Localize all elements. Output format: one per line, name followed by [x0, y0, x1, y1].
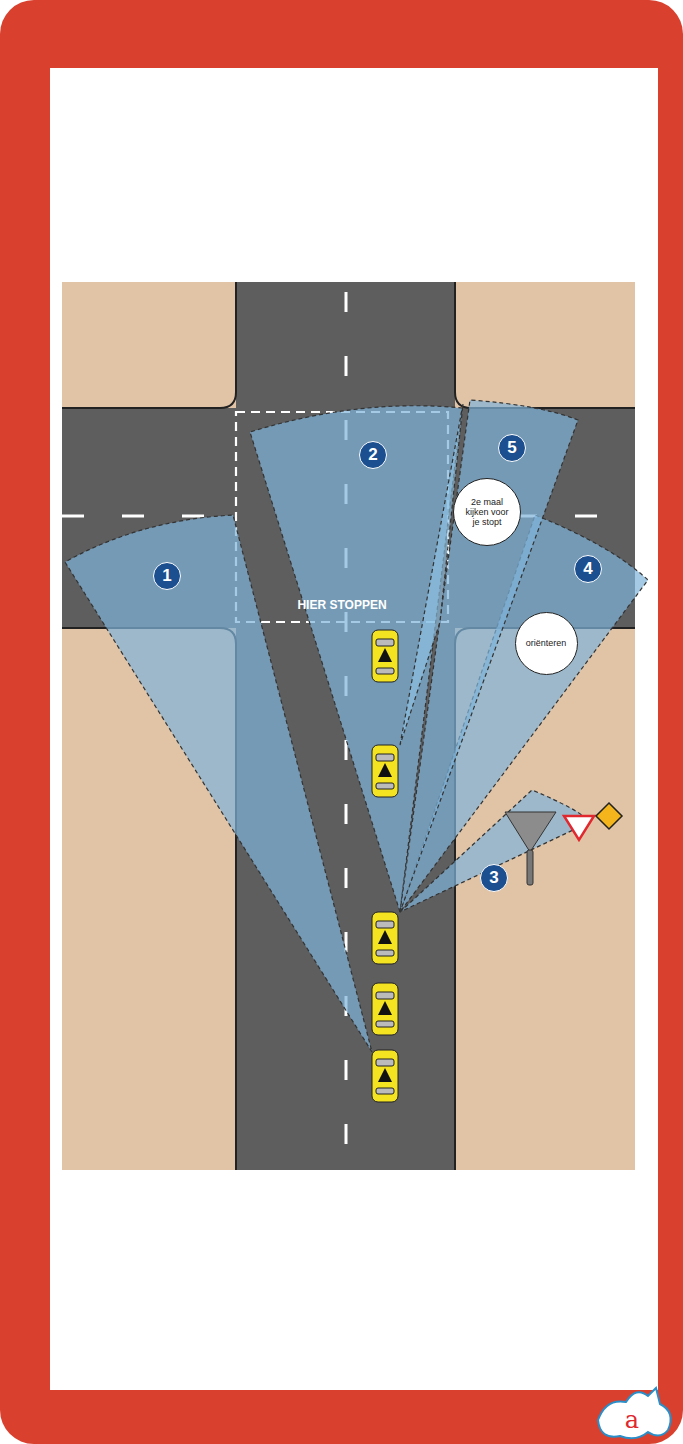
white-panel	[50, 68, 658, 1390]
callout-number: 1	[153, 562, 181, 590]
traffic-signs	[505, 803, 622, 885]
road	[62, 282, 635, 1170]
ground	[62, 282, 635, 1170]
note-text: 2e maal kijken voor je stopt	[462, 497, 512, 527]
view-fan-5	[400, 400, 578, 912]
logo-letter: a	[625, 1406, 639, 1434]
callout-number: 4	[574, 555, 602, 583]
view-fans	[65, 400, 648, 1052]
callout-number: 5	[498, 434, 526, 462]
callout-number: 2	[359, 441, 387, 469]
logo	[598, 1388, 671, 1438]
view-fan-second-look	[400, 404, 463, 745]
note-circle: oriënteren	[515, 612, 578, 675]
kerb-line	[62, 282, 635, 1170]
callout-number: 3	[480, 864, 508, 892]
cars	[372, 630, 398, 1102]
stop-line-label: HIER STOPPEN	[297, 598, 386, 612]
note-text: oriënteren	[519, 638, 573, 648]
note-circle: 2e maal kijken voor je stopt	[453, 478, 521, 546]
lane-markings	[62, 292, 635, 1170]
